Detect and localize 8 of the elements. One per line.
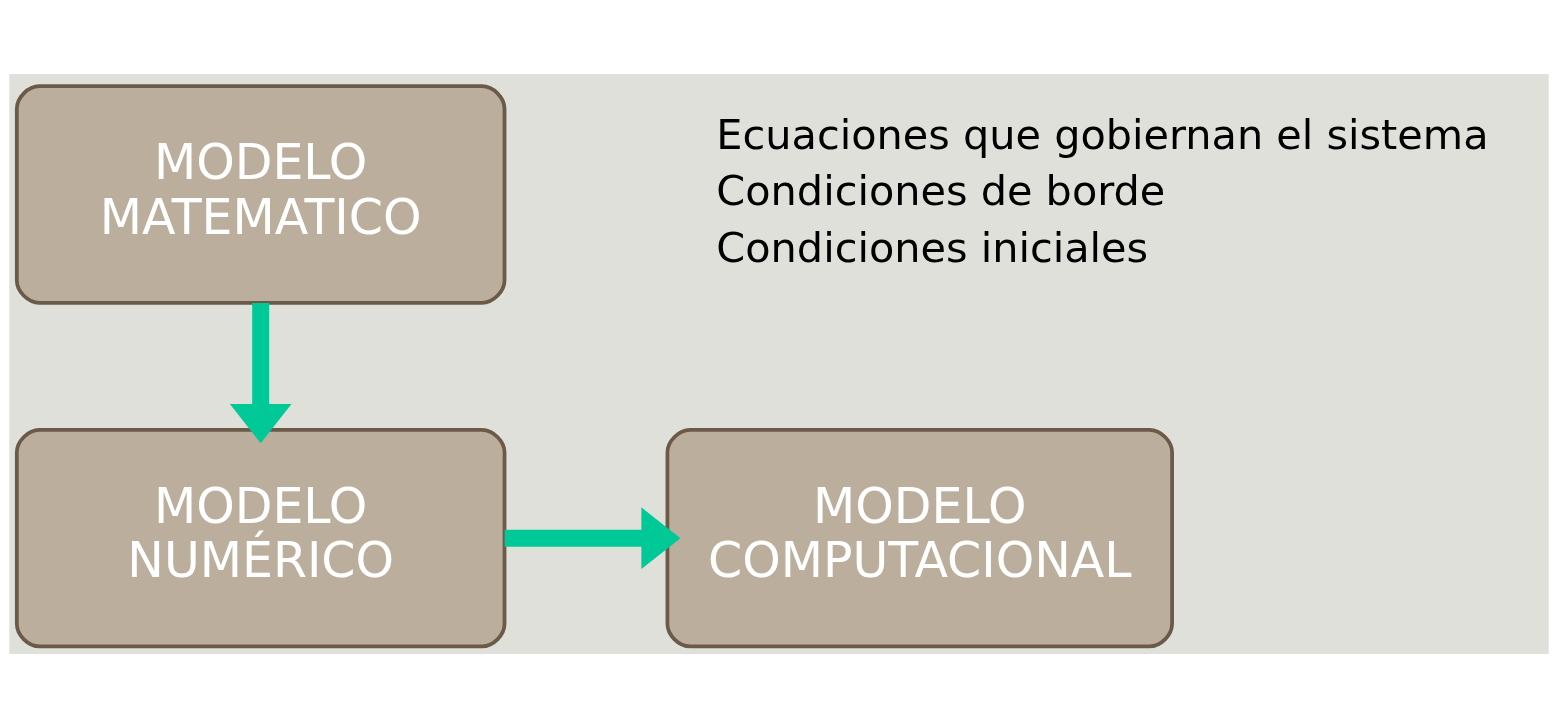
label: Ecuaciones que gobiernan el sistema — [716, 110, 1489, 159]
node-box: MODELO MATEMATICO — [14, 84, 507, 305]
arrow — [504, 507, 681, 569]
node-box: MODELO NUMÉRICO — [14, 428, 507, 649]
label: Condiciones de borde — [716, 167, 1166, 216]
label: Condiciones iniciales — [716, 223, 1149, 272]
arrow — [229, 303, 292, 444]
node-box: MODELO COMPUTACIONAL — [665, 428, 1174, 649]
